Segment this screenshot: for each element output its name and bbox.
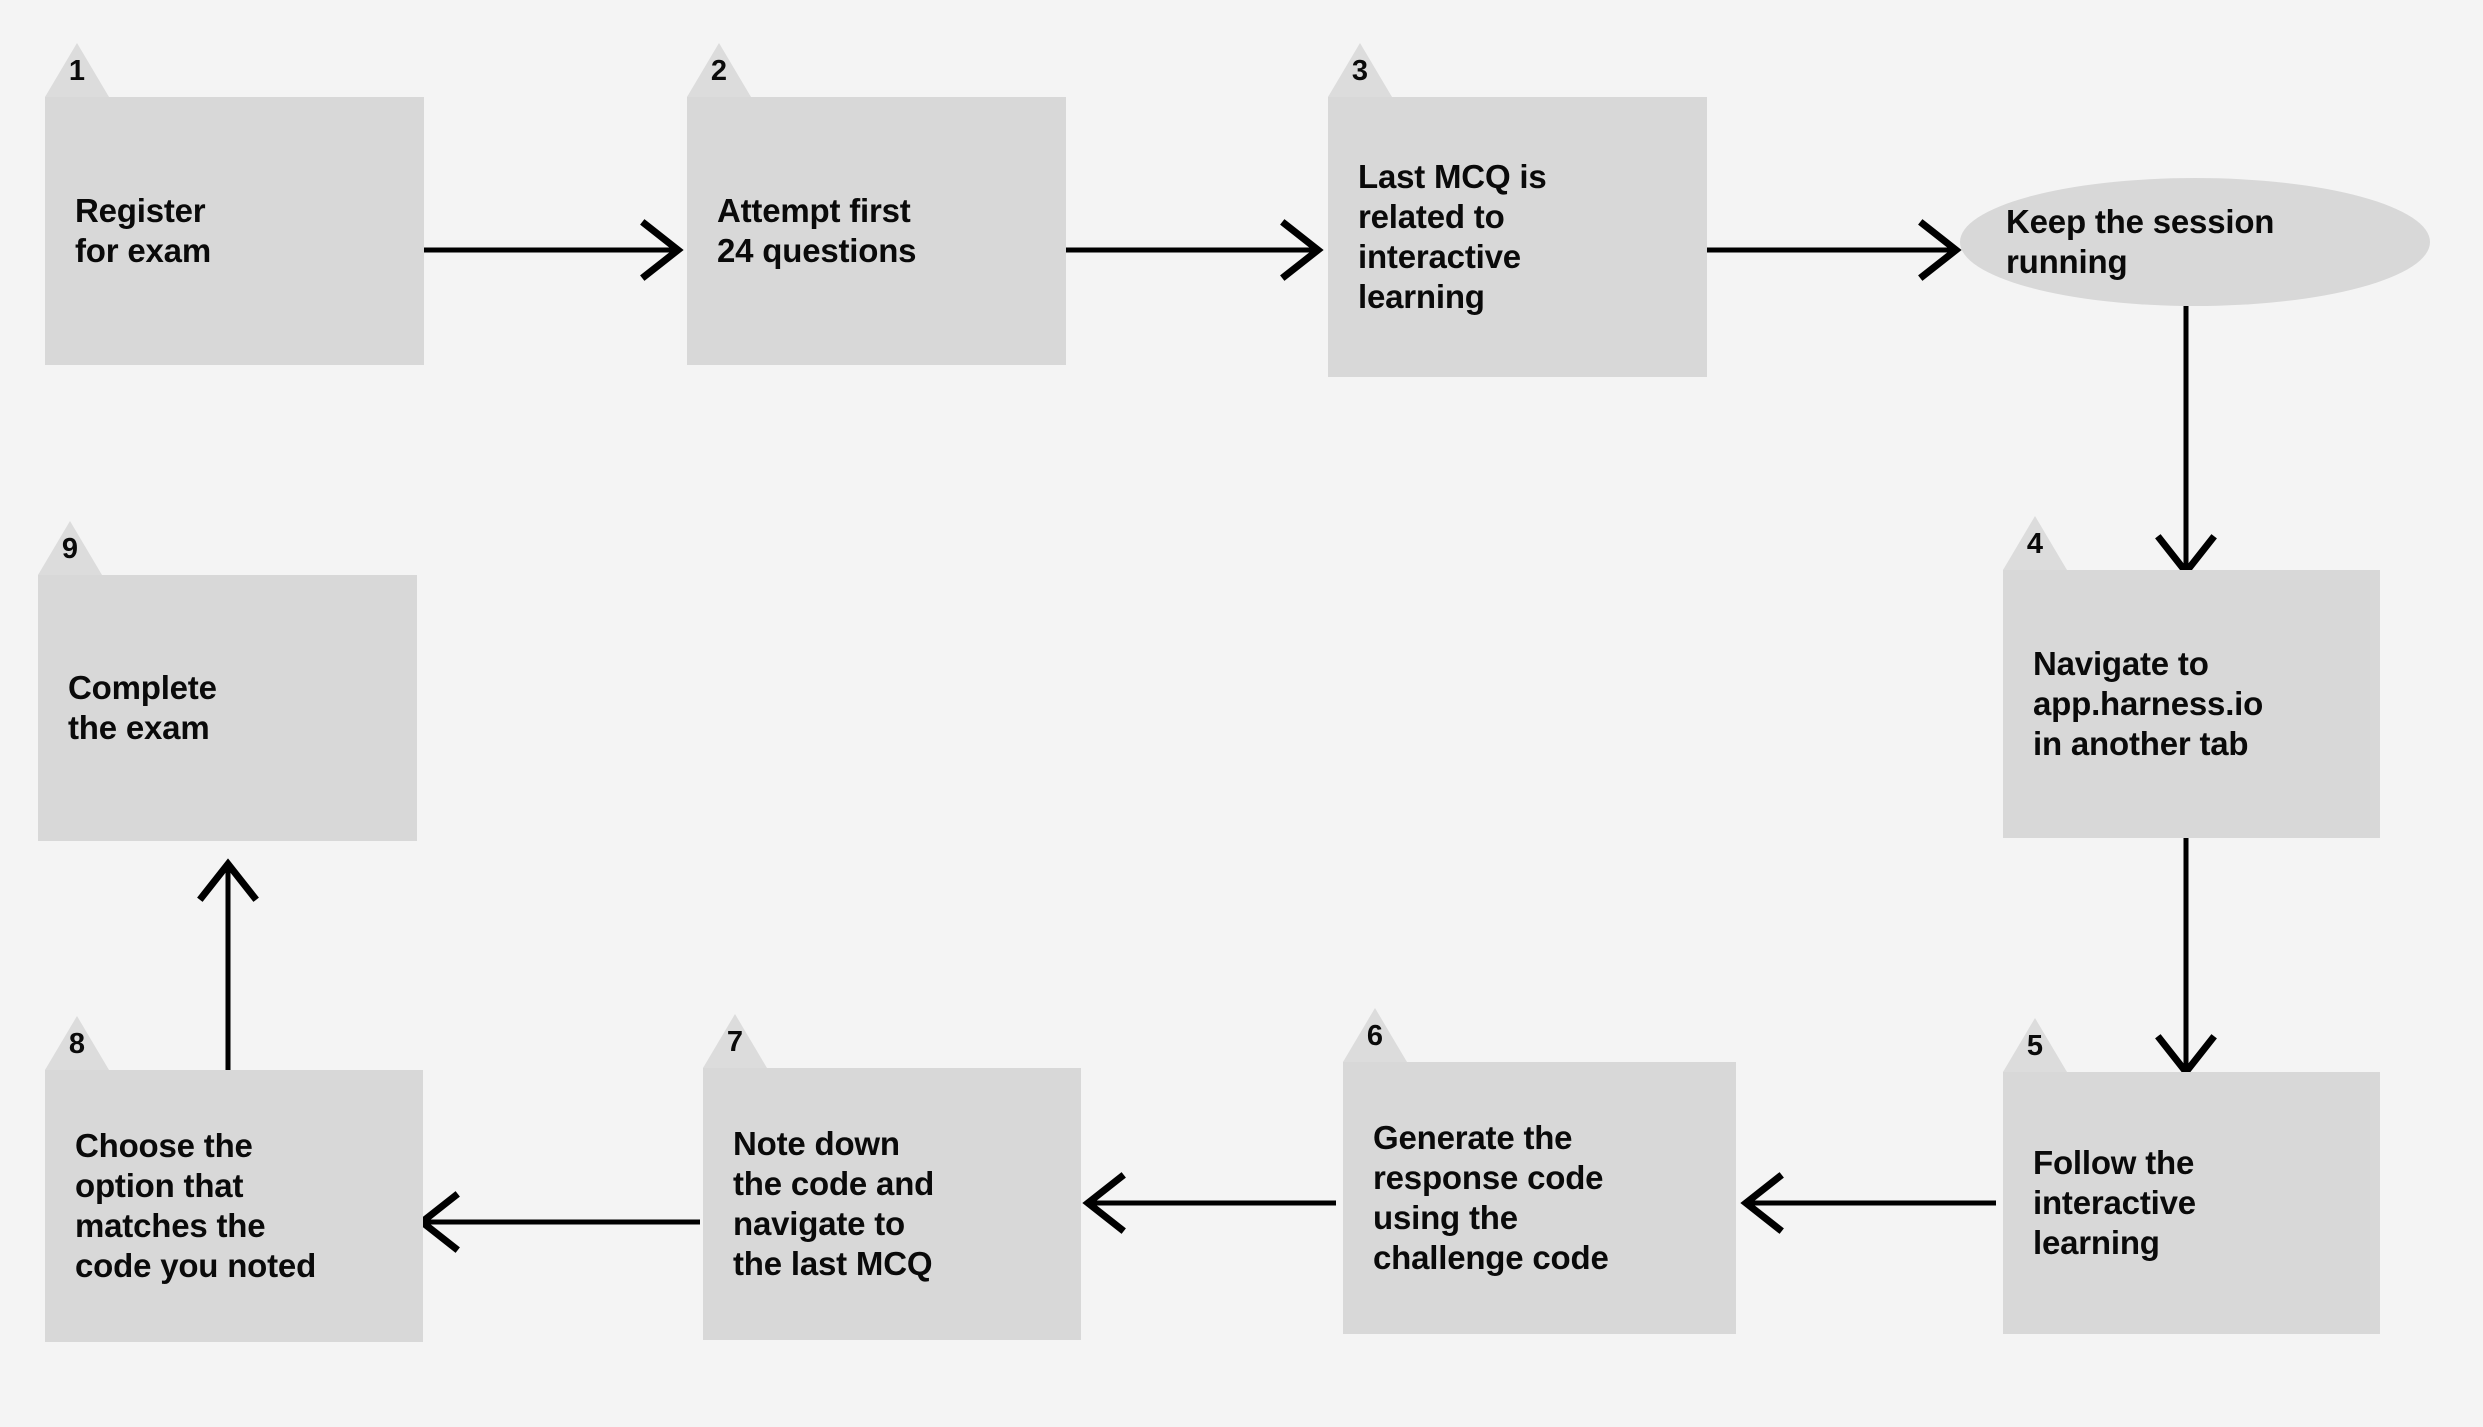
node-note-down-code-navigate-last-mcq[interactable]: Note down the code and navigate to the l… (703, 1068, 1081, 1340)
triangle-icon (1343, 1008, 1407, 1062)
step-badge-6: 6 (1343, 1008, 1407, 1062)
edge-follow-to-generate (1740, 1172, 1996, 1234)
node-label: Follow the interactive learning (2033, 1143, 2196, 1262)
node-complete-the-exam[interactable]: Complete the exam (38, 575, 417, 841)
triangle-icon (45, 1016, 109, 1070)
step-badge-7: 7 (703, 1014, 767, 1068)
node-label: Last MCQ is related to interactive learn… (1358, 157, 1547, 316)
step-number: 2 (710, 55, 728, 87)
step-number: 7 (726, 1026, 744, 1058)
triangle-icon (2003, 516, 2067, 570)
node-label: Keep the session running (2006, 202, 2275, 280)
node-label: Register for exam (75, 191, 211, 269)
node-choose-option-matches-code[interactable]: Choose the option that matches the code … (45, 1070, 423, 1342)
node-label: Note down the code and navigate to the l… (733, 1124, 935, 1283)
edge-choose-to-complete (197, 858, 259, 1073)
node-register-for-exam[interactable]: Register for exam (45, 97, 424, 365)
edge-lastmcq-to-keepsession (1702, 219, 1962, 281)
step-number: 1 (68, 55, 86, 87)
node-label: Navigate to app.harness.io in another ta… (2033, 644, 2264, 763)
step-number: 6 (1366, 1020, 1384, 1052)
step-badge-2: 2 (687, 43, 751, 97)
step-number: 8 (68, 1028, 86, 1060)
step-badge-8: 8 (45, 1016, 109, 1070)
triangle-icon (1328, 43, 1392, 97)
edge-navigate-to-follow (2155, 838, 2217, 1078)
triangle-icon (703, 1014, 767, 1068)
step-badge-1: 1 (45, 43, 109, 97)
edge-attempt-to-lastmcq (1066, 219, 1324, 281)
node-label: Choose the option that matches the code … (75, 1126, 317, 1285)
node-label: Generate the response code using the cha… (1373, 1118, 1609, 1277)
step-badge-3: 3 (1328, 43, 1392, 97)
step-number: 3 (1351, 55, 1369, 87)
node-label: Attempt first 24 questions (717, 191, 917, 269)
step-badge-4: 4 (2003, 516, 2067, 570)
node-keep-the-session-running[interactable]: Keep the session running (1960, 178, 2430, 306)
step-badge-5: 5 (2003, 1018, 2067, 1072)
edge-register-to-attempt (424, 219, 684, 281)
triangle-icon (38, 521, 102, 575)
triangle-icon (687, 43, 751, 97)
edge-keepsession-to-navigate (2155, 305, 2217, 578)
edge-generate-to-notedown (1082, 1172, 1336, 1234)
step-badge-9: 9 (38, 521, 102, 575)
node-navigate-to-app-harness-io[interactable]: Navigate to app.harness.io in another ta… (2003, 570, 2380, 838)
triangle-icon (45, 43, 109, 97)
step-number: 5 (2026, 1030, 2044, 1062)
edge-notedown-to-choose (416, 1191, 700, 1253)
node-follow-the-interactive-learning[interactable]: Follow the interactive learning (2003, 1072, 2380, 1334)
triangle-icon (2003, 1018, 2067, 1072)
node-last-mcq-interactive-learning[interactable]: Last MCQ is related to interactive learn… (1328, 97, 1707, 377)
step-number: 4 (2026, 528, 2044, 560)
step-number: 9 (61, 533, 79, 565)
node-generate-response-code[interactable]: Generate the response code using the cha… (1343, 1062, 1736, 1334)
node-label: Complete the exam (68, 668, 217, 746)
node-attempt-first-24-questions[interactable]: Attempt first 24 questions (687, 97, 1066, 365)
